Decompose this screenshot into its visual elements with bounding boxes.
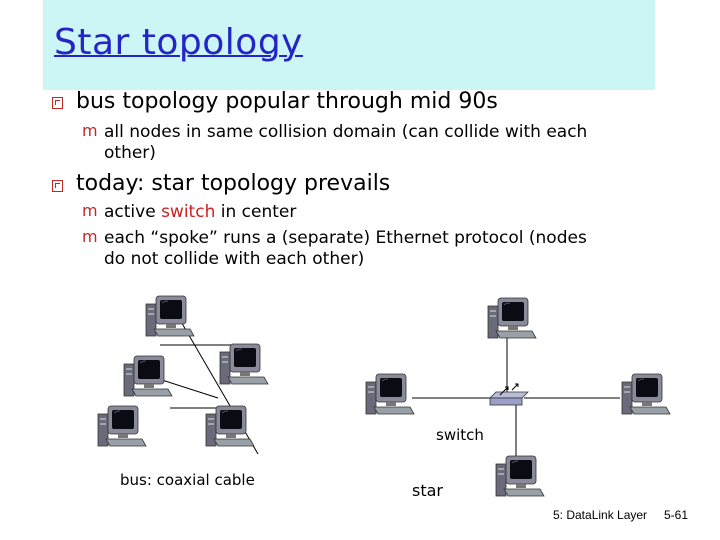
computer-icon <box>123 355 173 397</box>
bus-caption: bus: coaxial cable <box>120 471 255 489</box>
sub-bullet-2-2-line2: do not collide with each other) <box>104 249 365 269</box>
star-caption: star <box>412 481 443 500</box>
computer-icon <box>495 455 545 497</box>
highlight-switch: switch <box>161 202 216 222</box>
sub-bullet-marker-icon: m <box>82 121 98 140</box>
title-band <box>43 0 655 90</box>
footer-page-number: 5-61 <box>664 508 689 522</box>
sub-bullet-marker-icon: m <box>82 201 98 220</box>
switch-icon <box>489 383 529 406</box>
computer-icon <box>621 373 671 415</box>
bullet-1: bus topology popular through mid 90s <box>76 89 498 114</box>
sub-bullet-2-1: active switch in center <box>104 202 296 223</box>
sub-bullet-1-1-line2: other) <box>104 143 156 163</box>
computer-icon <box>97 405 147 447</box>
switch-label: switch <box>436 426 484 444</box>
bullet-marker-icon <box>52 97 63 109</box>
computer-icon <box>365 373 415 415</box>
bullet-2: today: star topology prevails <box>76 171 391 196</box>
computer-icon <box>205 405 255 447</box>
page-title: Star topology <box>54 22 303 63</box>
computer-icon <box>145 295 195 337</box>
sub-bullet-2-1-text-a: active <box>104 202 162 222</box>
bus-drop-line <box>161 379 219 399</box>
sub-bullet-marker-icon: m <box>82 227 98 246</box>
footer-chapter: 5: DataLink Layer <box>553 508 648 522</box>
sub-bullet-2-1-text-b: in center <box>215 202 297 222</box>
sub-bullet-2-2-line1: each “spoke” runs a (separate) Ethernet … <box>104 228 587 248</box>
computer-icon <box>487 297 537 339</box>
bullet-marker-icon <box>52 180 63 192</box>
sub-bullet-1-1-line1: all nodes in same collision domain (can … <box>104 122 588 142</box>
computer-icon <box>219 343 269 385</box>
